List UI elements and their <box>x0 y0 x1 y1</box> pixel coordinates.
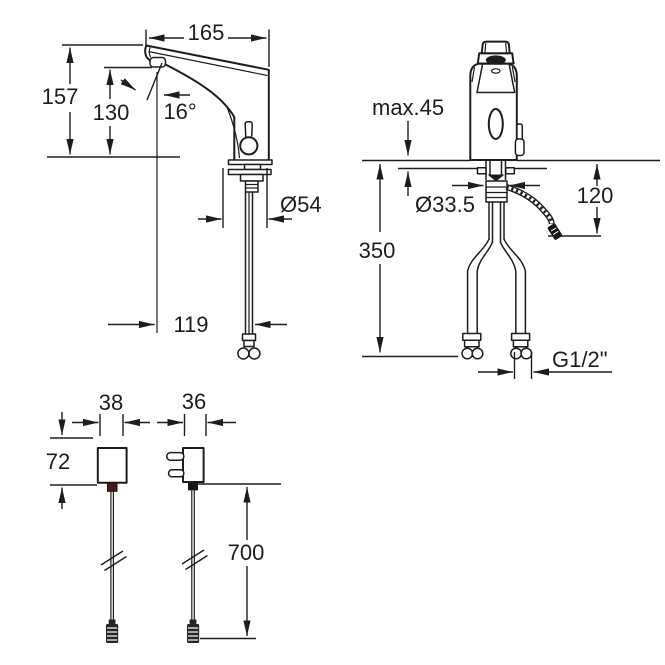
dim-33-5: Ø33.5 <box>415 181 540 217</box>
hose-fitting <box>510 332 531 342</box>
side-view-drawing <box>144 44 273 360</box>
hose-left <box>476 241 494 334</box>
lever-ball <box>239 136 259 156</box>
dim-max45: max.45 <box>372 95 444 196</box>
spout-inner-line <box>148 50 268 77</box>
dim-label-119: 119 <box>173 312 208 337</box>
cap-inner-line <box>505 42 508 53</box>
dim-165: 165 <box>145 20 270 67</box>
mount-shank <box>244 180 259 193</box>
plug-prong <box>166 451 185 461</box>
hose-left <box>466 238 490 334</box>
dim-angle-16: 16° <box>120 62 197 124</box>
mount-tab <box>505 167 516 175</box>
dim-130: 130 <box>93 66 152 155</box>
dim-label-38: 38 <box>99 390 123 415</box>
plug-prong <box>167 469 185 478</box>
spout-tip <box>144 44 152 62</box>
dim-label-33-5: Ø33.5 <box>415 192 475 217</box>
mount-seal <box>487 174 505 182</box>
dim-label-16deg: 16° <box>163 99 196 124</box>
hose-right <box>499 241 517 334</box>
front-view-dimensions: max.45 Ø33.5 350 120 G1/2" <box>359 95 614 379</box>
dim-label-700: 700 <box>228 540 265 565</box>
hose-fitting <box>463 339 480 348</box>
sensor-window <box>487 108 504 140</box>
plug-cable-jack <box>187 619 200 643</box>
hose-connector <box>248 347 261 360</box>
dim-700: 700 <box>197 483 281 640</box>
dim-label-36: 36 <box>182 389 206 414</box>
dim-350: 350 <box>359 164 458 358</box>
mount-nut <box>239 173 264 182</box>
plug-body <box>182 447 205 483</box>
hose-fitting <box>512 339 529 348</box>
spout-tip-inner <box>148 46 152 58</box>
cap-inner-line <box>484 42 487 53</box>
hose-connector <box>461 347 474 360</box>
cable-break-mark <box>181 549 205 565</box>
dim-label-72: 72 <box>46 449 70 474</box>
hose-fitting <box>243 339 255 348</box>
dim-72: 72 <box>46 412 97 509</box>
power-unit-dimensions: 38 36 72 700 <box>46 389 281 640</box>
spout-detail <box>490 68 501 74</box>
battery-box <box>96 447 128 484</box>
body-corner-line <box>511 66 516 83</box>
cable-break-mark <box>100 550 124 566</box>
dim-label-g12: G1/2" <box>552 347 608 372</box>
dim-label-350: 350 <box>359 238 396 263</box>
plug-connector <box>188 481 198 491</box>
spout-cap-front <box>480 40 511 55</box>
neck-cone <box>476 64 516 94</box>
hose-fitting <box>241 333 257 342</box>
dim-label-165: 165 <box>188 20 225 45</box>
dim-label-120: 120 <box>577 183 614 208</box>
dim-38: 38 <box>72 390 150 436</box>
dim-g12: G1/2" <box>478 347 612 379</box>
dim-120: 120 <box>548 164 614 237</box>
spout-opening <box>485 55 506 65</box>
cable-break-mark <box>104 555 127 572</box>
sensor-cable <box>505 184 563 240</box>
mount-tab <box>476 167 487 175</box>
neck-inner-curve <box>226 106 241 159</box>
battery-cable-jack <box>106 619 119 643</box>
battery-box-connector <box>107 482 118 492</box>
dim-36: 36 <box>157 389 236 436</box>
hose-right <box>503 238 527 334</box>
aerator <box>149 56 167 68</box>
dim-157: 157 <box>42 44 143 155</box>
hose-connector <box>510 347 523 360</box>
front-view-drawing <box>362 40 660 360</box>
hose-connector <box>471 347 484 360</box>
battery-box-drawing <box>96 447 128 643</box>
dim-label-max45: max.45 <box>372 95 444 120</box>
spout-outline <box>145 44 270 161</box>
shank-front <box>485 180 508 203</box>
dim-label-54: Ø54 <box>280 192 322 217</box>
dim-54: Ø54 <box>198 168 322 228</box>
lever-stick <box>244 121 253 138</box>
body-corner-line <box>471 66 476 83</box>
cable-plug-connector <box>547 223 563 240</box>
spout-underside <box>164 63 236 161</box>
dim-119: 119 <box>108 312 287 337</box>
hose-fitting <box>462 332 482 342</box>
hose-connector <box>237 347 250 360</box>
lever-front-base <box>514 138 525 157</box>
hose-connector <box>520 347 533 360</box>
side-view-dimensions: 165 157 130 16° Ø54 <box>42 20 322 337</box>
plug-adapter-drawing <box>166 447 208 643</box>
dim-label-157: 157 <box>42 84 79 109</box>
dim-label-130: 130 <box>93 100 130 125</box>
cable-break-mark <box>185 554 208 571</box>
